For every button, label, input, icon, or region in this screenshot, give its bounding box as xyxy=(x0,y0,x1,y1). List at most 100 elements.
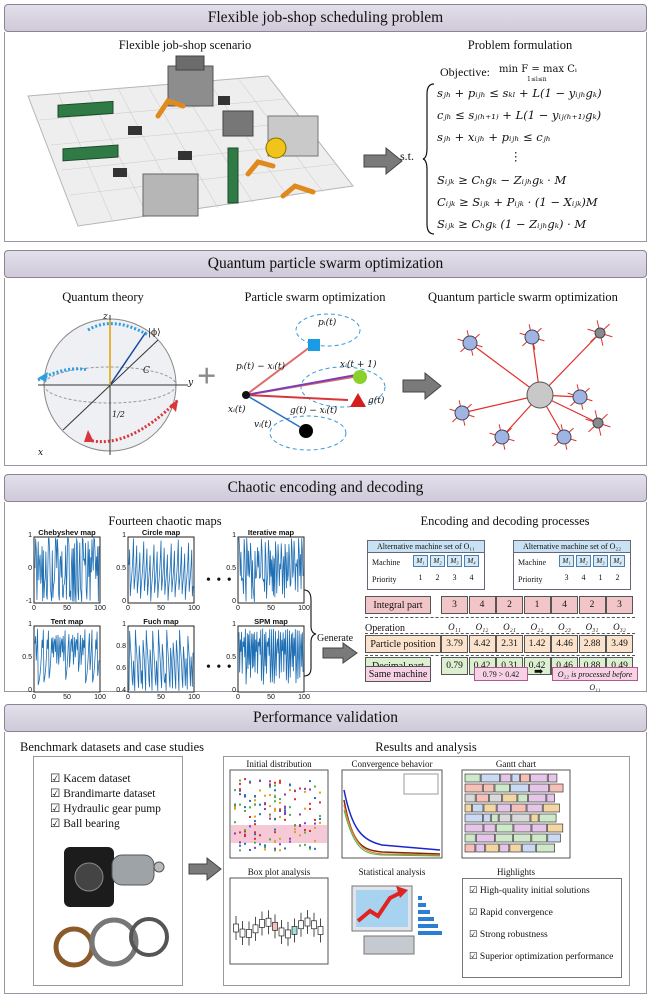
map-ytick: 0.8 xyxy=(116,643,126,650)
bloch-psi: |ϕ⟩ xyxy=(148,328,161,338)
quantum-theory-label: Quantum theory xyxy=(62,290,144,304)
map-ytick: 0.5 xyxy=(116,565,126,572)
bloch-c: C xyxy=(143,366,150,376)
constraint-brace xyxy=(422,83,435,235)
map-ytick: 1 xyxy=(28,621,32,628)
qpso-label: Quantum particle swarm optimization xyxy=(428,290,618,304)
panel-gantt: Gantt chart xyxy=(495,759,537,769)
pso-vector-diagram xyxy=(242,313,386,451)
arrow-to-qpso xyxy=(402,371,442,401)
highlight-item: ☑ Strong robustness xyxy=(469,929,548,940)
chaotic-map-plot xyxy=(127,625,195,693)
bloch-x: x xyxy=(38,448,44,458)
checkbox-icon: ☑ xyxy=(469,952,480,962)
highlight-item: ☑ Superior optimization performance xyxy=(469,951,613,962)
pso-label: Particle swarm optimization xyxy=(244,290,386,304)
alt-set-o11-title: Alternative machine set of O₁₁ xyxy=(368,541,484,553)
row-cell: 4 xyxy=(551,596,578,614)
row-cell: O₂₂ xyxy=(530,622,544,632)
convergence-plot xyxy=(341,769,443,859)
chaotic-map-plot xyxy=(33,625,101,693)
plus-sign: + xyxy=(197,358,217,395)
qpso-particle xyxy=(592,417,604,429)
highlight-label: Superior optimization performance xyxy=(479,952,614,962)
map-xtick: 0 xyxy=(126,694,130,701)
row-cell: 3.49 xyxy=(606,635,633,653)
dataset-item: ☑ Ball bearing xyxy=(50,816,120,830)
alt-set-o22: Alternative machine set of O₂₂ Machine P… xyxy=(513,540,631,590)
box-plot xyxy=(229,877,329,965)
row-cell: 2.31 xyxy=(496,635,523,653)
qpso-link xyxy=(469,342,541,396)
row-cell: 2 xyxy=(578,596,606,614)
generate-label: Generate xyxy=(317,633,354,644)
ellipsis-row2: • • • xyxy=(206,660,233,675)
priority-cell: 1 xyxy=(418,573,423,582)
machine-cell: M₁ xyxy=(559,555,574,567)
section-frame-performance xyxy=(4,732,647,994)
map-ytick: 0.5 xyxy=(226,565,236,572)
gantt-plot xyxy=(461,769,571,859)
map-xtick: 100 xyxy=(298,694,310,701)
section-title-chaotic: Chaotic encoding and decoding xyxy=(4,474,647,502)
qpso-particle xyxy=(524,329,540,345)
chaotic-map-plot xyxy=(237,536,305,604)
map-ytick: 1 xyxy=(28,532,32,539)
checkbox-icon: ☑ xyxy=(50,803,64,815)
checkbox-icon: ☑ xyxy=(469,930,480,940)
dashed-separator xyxy=(365,655,635,656)
map-title: Circle map xyxy=(141,528,181,537)
constraint-4: Sᵢⱼₖ ≥ Cₕgₖ − Zᵢⱼₕgₖ · M xyxy=(437,173,567,187)
checkbox-icon: ☑ xyxy=(50,773,64,785)
pso-pi: pᵢ(t) xyxy=(318,318,337,328)
formulation-label: Problem formulation xyxy=(467,38,573,52)
checkbox-icon: ☑ xyxy=(469,908,480,918)
panel-highlights: Highlights xyxy=(496,867,536,877)
result-arrow: ➡ xyxy=(534,666,544,678)
highlight-label: Strong robustness xyxy=(479,930,548,940)
map-ytick: 1 xyxy=(122,621,126,628)
row-cell: O₃₁ xyxy=(585,622,599,632)
row-cell: 4.42 xyxy=(468,635,496,653)
priority-cell: 2 xyxy=(615,573,620,582)
machine-cell: M₂ xyxy=(576,555,591,567)
priority-cell: 4 xyxy=(581,573,586,582)
generate-arrow xyxy=(322,642,358,664)
dataset-item: ☑ Brandimarte dataset xyxy=(50,786,155,800)
row-label: Particle position xyxy=(365,635,441,653)
constraint-1: sⱼₕ + pᵢⱼₕ ≤ sₖₗ + L(1 − yᵢⱼₕgₖ) xyxy=(437,86,602,100)
map-title: Fuch map xyxy=(143,617,179,626)
dataset-label: Hydraulic gear pump xyxy=(63,803,161,815)
machine-cell: M₂ xyxy=(430,555,445,567)
map-xtick: 0 xyxy=(236,694,240,701)
constraint-3: sⱼₕ + xᵢⱼₕ + pᵢⱼₕ ≤ cⱼₕ xyxy=(437,130,551,144)
priority-cell: 3 xyxy=(452,573,457,582)
map-xtick: 50 xyxy=(63,694,71,701)
qpso-center-node xyxy=(526,381,554,409)
map-ytick: 0 xyxy=(232,598,236,605)
constraint-2: cⱼₕ ≤ sⱼ₍ₕ₊₁₎ + L(1 − yᵢⱼ₍ₕ₊₁₎gₖ) xyxy=(437,108,602,122)
encoding-label: Encoding and decoding processes xyxy=(420,514,590,528)
machine-cell: M₁ xyxy=(413,555,428,567)
map-series xyxy=(128,538,194,602)
row-cell: 3 xyxy=(441,596,468,614)
dataset-item: ☑ Hydraulic gear pump xyxy=(50,801,161,815)
row-cell: O₁₂ xyxy=(475,622,489,632)
map-xtick: 50 xyxy=(157,605,165,612)
map-xtick: 100 xyxy=(188,694,200,701)
benchmark-panel: ☑ Kacem dataset☑ Brandimarte dataset☑ Hy… xyxy=(33,756,183,986)
map-xtick: 0 xyxy=(236,605,240,612)
map-xtick: 0 xyxy=(126,605,130,612)
checkbox-icon: ☑ xyxy=(469,886,480,896)
dataset-label: Kacem dataset xyxy=(63,773,131,785)
map-ytick: -1 xyxy=(25,598,32,605)
result-box: O₂₂ is processed before O₁₁ xyxy=(552,667,638,692)
checkbox-icon: ☑ xyxy=(50,788,64,800)
chaotic-map-plot xyxy=(127,536,195,604)
row-cell: 0.79 xyxy=(441,657,468,675)
map-xtick: 50 xyxy=(63,605,71,612)
row-cell: O₁₁ xyxy=(448,622,461,632)
panel-boxplot: Box plot analysis xyxy=(247,867,311,877)
row-cell: 0.42 xyxy=(523,657,551,675)
map-ytick: 1 xyxy=(122,532,126,539)
